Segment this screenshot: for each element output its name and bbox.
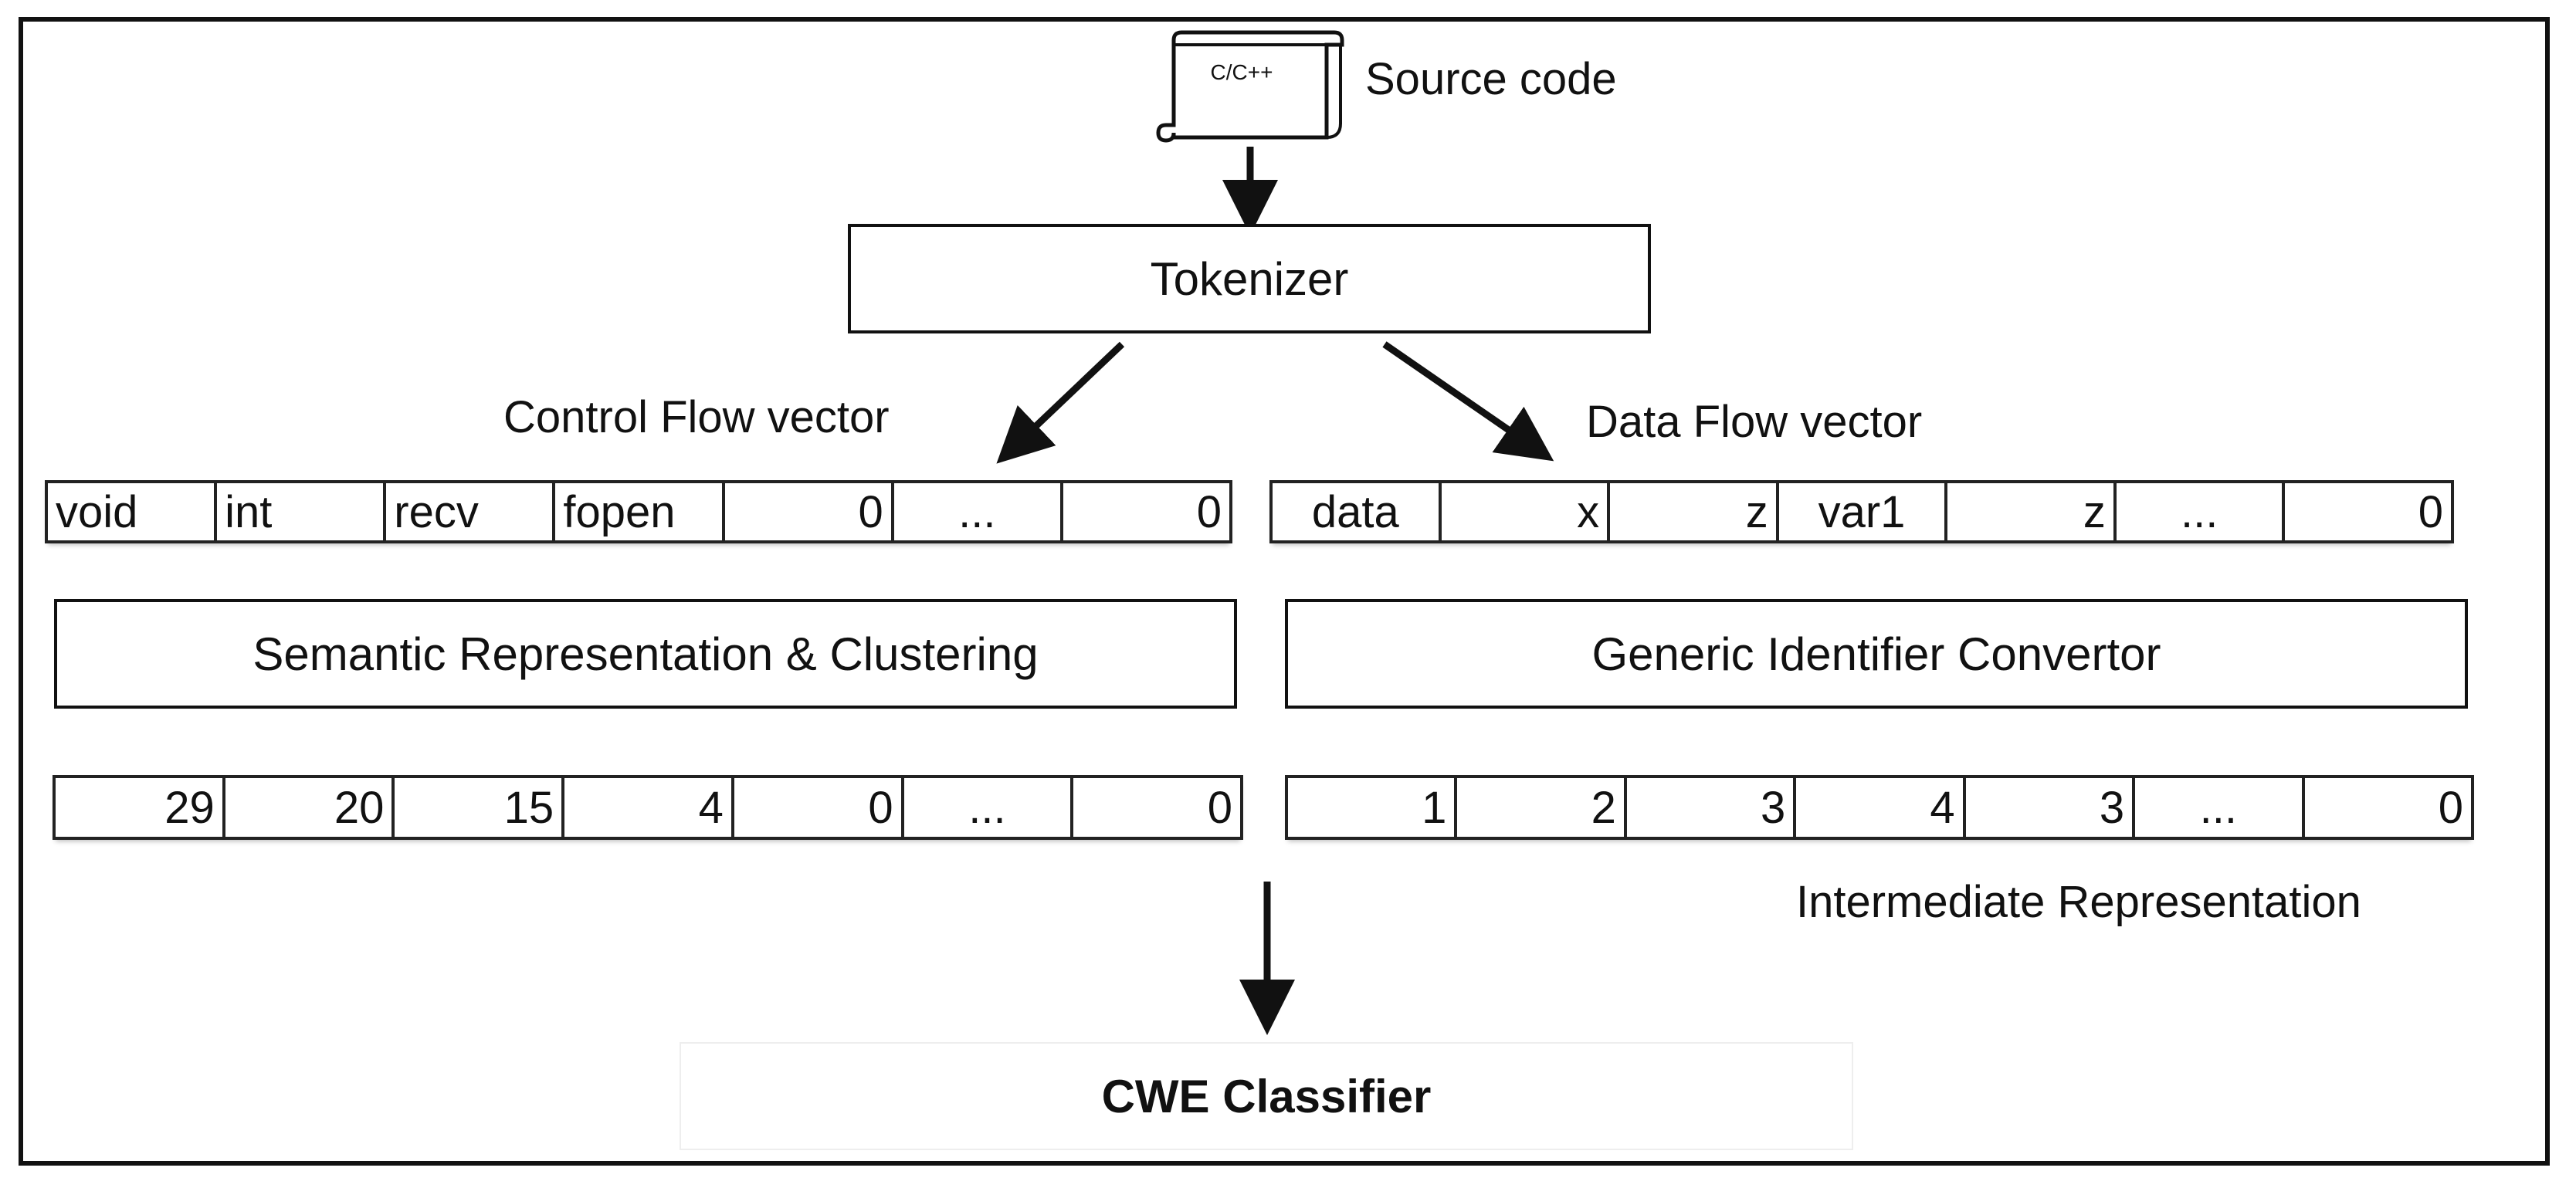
vector-cell: z	[1610, 483, 1779, 540]
vector-cell: 29	[56, 778, 225, 837]
vector-cell: fopen	[555, 483, 725, 540]
vector-cell: 1	[1288, 778, 1458, 837]
vector-cell: 20	[225, 778, 395, 837]
vector-cell: var1	[1779, 483, 1948, 540]
vector-cell: recv	[386, 483, 556, 540]
vector-cell: ...	[894, 483, 1063, 540]
data-flow-label: Data Flow vector	[1586, 397, 1923, 447]
vector-cell: ...	[2117, 483, 2286, 540]
semantic-numeric-vector: 29 20 15 4 0 ... 0	[53, 775, 1243, 840]
vector-cell: x	[1442, 483, 1611, 540]
vector-cell: 4	[1796, 778, 1966, 837]
tokenizer-box: Tokenizer	[848, 224, 1651, 333]
vector-cell: ...	[2135, 778, 2305, 837]
semantic-box-label: Semantic Representation & Clustering	[253, 628, 1039, 680]
vector-cell: void	[48, 483, 218, 540]
vector-cell: ...	[904, 778, 1074, 837]
control-flow-vector: void int recv fopen 0 ... 0	[45, 480, 1232, 543]
generic-numeric-vector: 1 2 3 4 3 ... 0	[1285, 775, 2474, 840]
tokenizer-label: Tokenizer	[1150, 252, 1349, 305]
cwe-classifier-label: CWE Classifier	[1101, 1070, 1432, 1122]
arrow-tokenizer-to-control	[996, 341, 1125, 464]
vector-cell: 0	[1196, 486, 1222, 537]
vector-cell: 3	[1966, 778, 2136, 837]
arrow-tokenizer-to-data	[1382, 341, 1554, 462]
generic-identifier-box: Generic Identifier Convertor	[1285, 599, 2468, 709]
control-flow-label: Control Flow vector	[503, 392, 890, 442]
scroll-icon	[1156, 30, 1344, 143]
vector-cell: 0	[1207, 782, 1233, 833]
data-flow-vector: data x z var1 z ... 0	[1269, 480, 2454, 543]
source-icon-label: C/C++	[1210, 60, 1273, 84]
vector-cell: int	[217, 483, 387, 540]
vector-cell: 0	[725, 483, 894, 540]
vector-cell: z	[1947, 483, 2117, 540]
vector-cell: data	[1273, 483, 1442, 540]
cwe-classifier-box: CWE Classifier	[680, 1042, 1853, 1150]
vector-cell: 2	[1457, 778, 1627, 837]
semantic-representation-box: Semantic Representation & Clustering	[54, 599, 1237, 709]
vector-cell: 4	[564, 778, 734, 837]
vector-cell: 0	[2438, 782, 2463, 833]
vector-cell: 0	[2418, 486, 2444, 537]
intermediate-representation-label: Intermediate Representation	[1796, 877, 2361, 927]
generic-box-label: Generic Identifier Convertor	[1591, 628, 2161, 680]
source-code-label: Source code	[1365, 54, 1617, 104]
vector-cell: 0	[734, 778, 904, 837]
vector-cell: 3	[1627, 778, 1797, 837]
diagram-frame	[19, 17, 2550, 1166]
vector-cell: 15	[395, 778, 565, 837]
